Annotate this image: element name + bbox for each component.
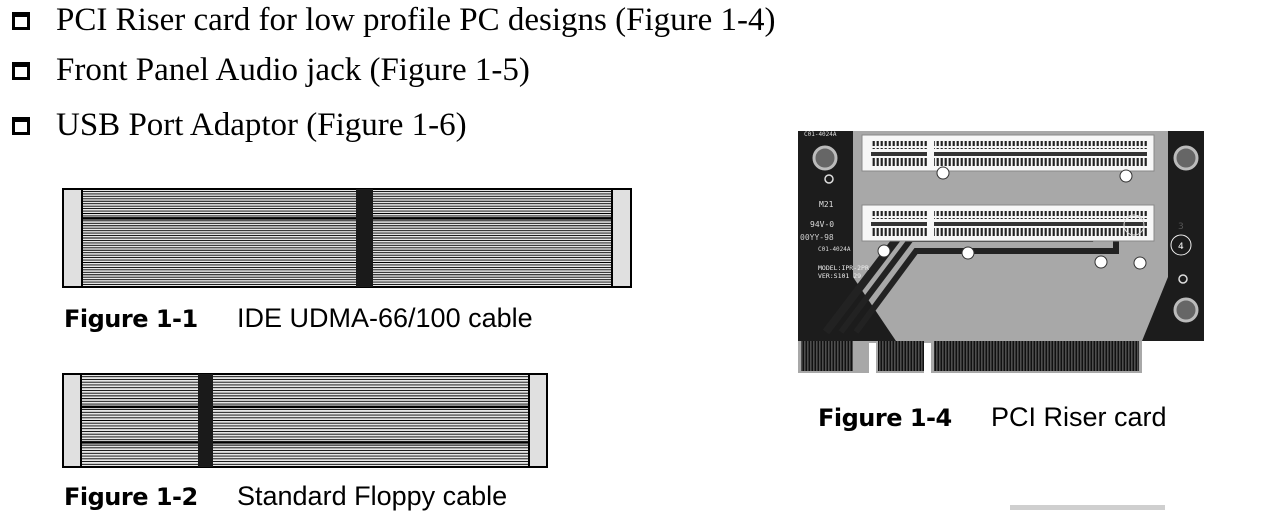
mounting-hole (1173, 145, 1199, 171)
bullet-text: USB Port Adaptor (Figure 1-6) (56, 107, 467, 143)
cable-connector-left (62, 373, 82, 468)
bullet-text: PCI Riser card for low profile PC design… (56, 2, 776, 38)
figure-caption-text: Standard Floppy cable (237, 481, 508, 511)
floppy-cable-illustration (62, 373, 548, 468)
ide-cable-illustration (62, 188, 632, 288)
board-label-part-top: C01-4024A (804, 131, 837, 138)
cable-connector-right (611, 188, 632, 288)
board-label-version: VER:S101 29 (818, 272, 861, 280)
figure-caption-1-1: Figure 1-1 IDE UDMA-66/100 cable (64, 303, 533, 334)
edge-connector (801, 341, 853, 371)
bullet-text: Front Panel Audio jack (Figure 1-5) (56, 52, 530, 88)
pci-slot-top (861, 134, 1155, 172)
figure-caption-text: IDE UDMA-66/100 cable (237, 303, 533, 333)
board-label-slot-4: 4 (1178, 242, 1184, 252)
mounting-hole (812, 145, 838, 171)
bullet-item-pci-riser: PCI Riser card for low profile PC design… (12, 2, 775, 39)
board-label-date: 00YY-98 (800, 233, 834, 242)
cable-connector-middle (198, 374, 213, 467)
figure-caption-1-4: Figure 1-4 PCI Riser card (818, 402, 1167, 433)
pci-slot-bottom (861, 204, 1155, 242)
board-label-part-mid: C01-4024A (818, 246, 851, 253)
figure-caption-1-2: Figure 1-2 Standard Floppy cable (64, 481, 507, 512)
mounting-hole (1173, 297, 1199, 323)
board-label-rating: 94V-0 (810, 220, 834, 229)
checkbox-icon (12, 11, 30, 30)
figure-caption-text: PCI Riser card (991, 402, 1167, 432)
board-label-vendor: M21 (819, 200, 834, 209)
bullet-item-audio-jack: Front Panel Audio jack (Figure 1-5) (12, 52, 530, 89)
checkbox-icon (12, 116, 30, 135)
figure-number: Figure 1-4 (818, 404, 952, 432)
cable-connector-left (62, 188, 83, 288)
board-label-slot-3: 3 (1178, 222, 1184, 232)
cable-connector-right (528, 373, 548, 468)
bullet-item-usb-adaptor: USB Port Adaptor (Figure 1-6) (12, 107, 467, 144)
checkbox-icon (12, 61, 30, 80)
figure-number: Figure 1-2 (64, 483, 198, 511)
figure-number: Figure 1-1 (64, 305, 198, 333)
pci-riser-card-photo: C01-4024A M21 94V-0 00YY-98 C01-4024A MO… (798, 131, 1204, 373)
board-label-model: MODEL:IPR-2PR (818, 264, 869, 272)
cable-connector-middle (356, 189, 373, 287)
figure-1-5-image-top-edge (1010, 505, 1165, 510)
